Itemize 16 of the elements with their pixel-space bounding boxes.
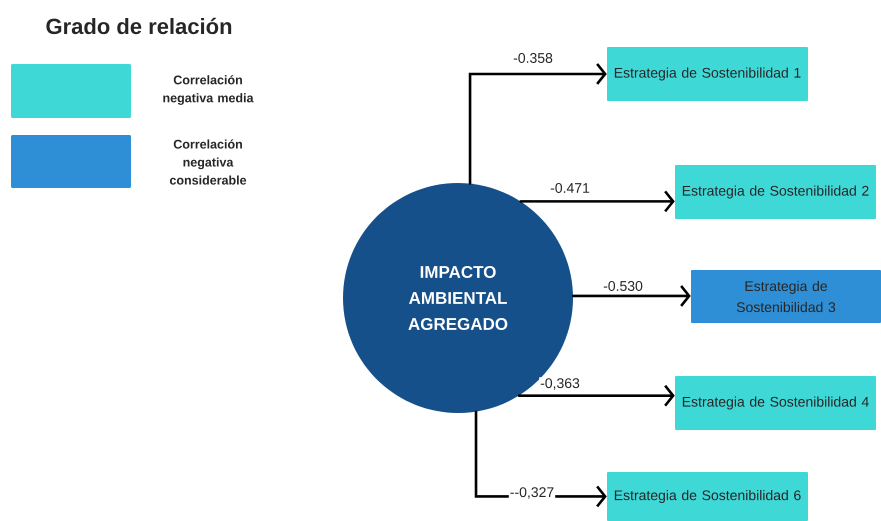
edge-label: --0,327 bbox=[510, 487, 554, 499]
strategy-box: Estrategia de Sostenibilidad 2 bbox=[675, 165, 876, 219]
arrow bbox=[519, 190, 675, 212]
strategy-box: Estrategia de Sostenibilidad 1 bbox=[607, 47, 808, 101]
strategy-box: Estrategia de Sostenibilidad 4 bbox=[675, 376, 876, 430]
legend-label: Correlación negativa media bbox=[163, 75, 254, 105]
strategy-box: Estrategia de Sostenibilidad 6 bbox=[607, 472, 808, 521]
strategy-box: Estrategia de Sostenibilidad 3 bbox=[691, 270, 881, 323]
title: Grado de relación bbox=[46, 18, 232, 34]
edge-label: -0,363 bbox=[540, 378, 580, 390]
arrow bbox=[468, 63, 607, 185]
arrow bbox=[518, 384, 675, 406]
arrow bbox=[572, 285, 691, 307]
edge-label: -0.530 bbox=[604, 281, 642, 291]
edge-label: -0.358 bbox=[514, 53, 552, 63]
legend-label: Correlación negativa considerable bbox=[170, 139, 246, 185]
